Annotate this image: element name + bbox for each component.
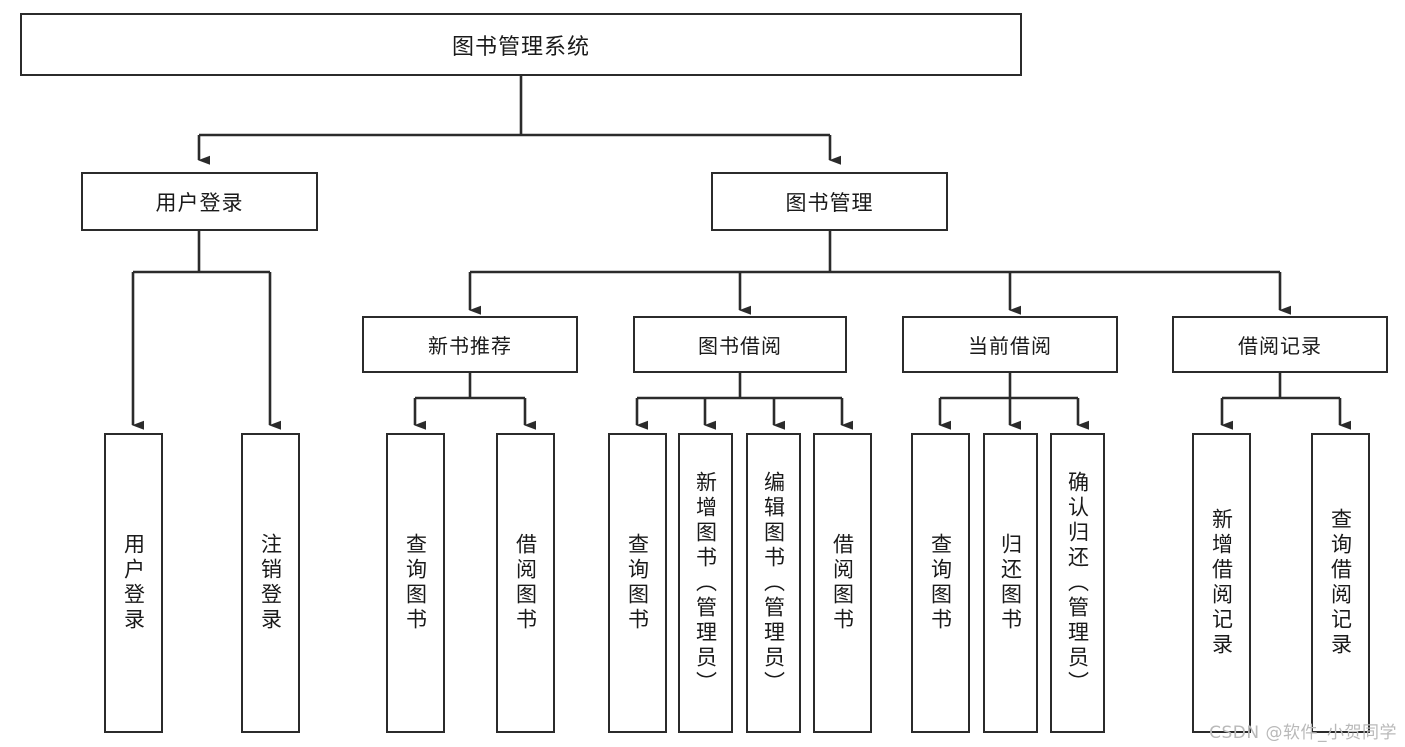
- leaf-user-login[interactable]: 用户登录: [104, 433, 163, 733]
- leaf-borrow-book-2[interactable]: 借阅图书: [813, 433, 872, 733]
- leaf-add-borrow-record[interactable]: 新增借阅记录: [1192, 433, 1251, 733]
- leaf-confirm-return-admin-label: 确认归还（管理员）: [1065, 470, 1090, 696]
- leaf-return-book-label: 归还图书: [998, 533, 1023, 633]
- node-borrow-record[interactable]: 借阅记录: [1172, 316, 1388, 373]
- leaf-logout-login-label: 注销登录: [258, 533, 283, 633]
- leaf-query-book-1-label: 查询图书: [403, 533, 428, 633]
- node-current-borrow[interactable]: 当前借阅: [902, 316, 1118, 373]
- leaf-user-login-label: 用户登录: [121, 533, 146, 633]
- leaf-edit-book-admin-label: 编辑图书（管理员）: [761, 470, 786, 696]
- node-new-book-recommend[interactable]: 新书推荐: [362, 316, 578, 373]
- leaf-borrow-book-1[interactable]: 借阅图书: [496, 433, 555, 733]
- leaf-confirm-return-admin[interactable]: 确认归还（管理员）: [1050, 433, 1105, 733]
- leaf-borrow-book-2-label: 借阅图书: [830, 533, 855, 633]
- leaf-add-book-admin[interactable]: 新增图书（管理员）: [678, 433, 733, 733]
- node-book-management[interactable]: 图书管理: [711, 172, 948, 231]
- leaf-logout-login[interactable]: 注销登录: [241, 433, 300, 733]
- node-book-borrow[interactable]: 图书借阅: [633, 316, 847, 373]
- leaf-query-book-1[interactable]: 查询图书: [386, 433, 445, 733]
- leaf-query-book-2-label: 查询图书: [625, 533, 650, 633]
- node-borrow-record-label: 借阅记录: [1238, 334, 1322, 358]
- leaf-add-borrow-record-label: 新增借阅记录: [1209, 508, 1234, 658]
- node-current-borrow-label: 当前借阅: [968, 334, 1052, 358]
- node-user-login[interactable]: 用户登录: [81, 172, 318, 231]
- node-user-login-label: 用户登录: [155, 190, 244, 215]
- leaf-query-book-3-label: 查询图书: [928, 533, 953, 633]
- leaf-return-book[interactable]: 归还图书: [983, 433, 1038, 733]
- node-root-label: 图书管理系统: [451, 34, 590, 60]
- leaf-query-borrow-record-label: 查询借阅记录: [1328, 508, 1353, 658]
- leaf-add-book-admin-label: 新增图书（管理员）: [693, 470, 718, 696]
- leaf-borrow-book-1-label: 借阅图书: [513, 533, 538, 633]
- leaf-query-borrow-record[interactable]: 查询借阅记录: [1311, 433, 1370, 733]
- node-book-borrow-label: 图书借阅: [698, 334, 782, 358]
- leaf-query-book-2[interactable]: 查询图书: [608, 433, 667, 733]
- csdn-watermark: CSDN @软件_小贺同学: [1209, 723, 1397, 743]
- node-book-management-label: 图书管理: [785, 190, 874, 215]
- leaf-edit-book-admin[interactable]: 编辑图书（管理员）: [746, 433, 801, 733]
- node-root-book-management-system[interactable]: 图书管理系统: [20, 13, 1022, 76]
- leaf-query-book-3[interactable]: 查询图书: [911, 433, 970, 733]
- node-new-book-recommend-label: 新书推荐: [428, 334, 512, 358]
